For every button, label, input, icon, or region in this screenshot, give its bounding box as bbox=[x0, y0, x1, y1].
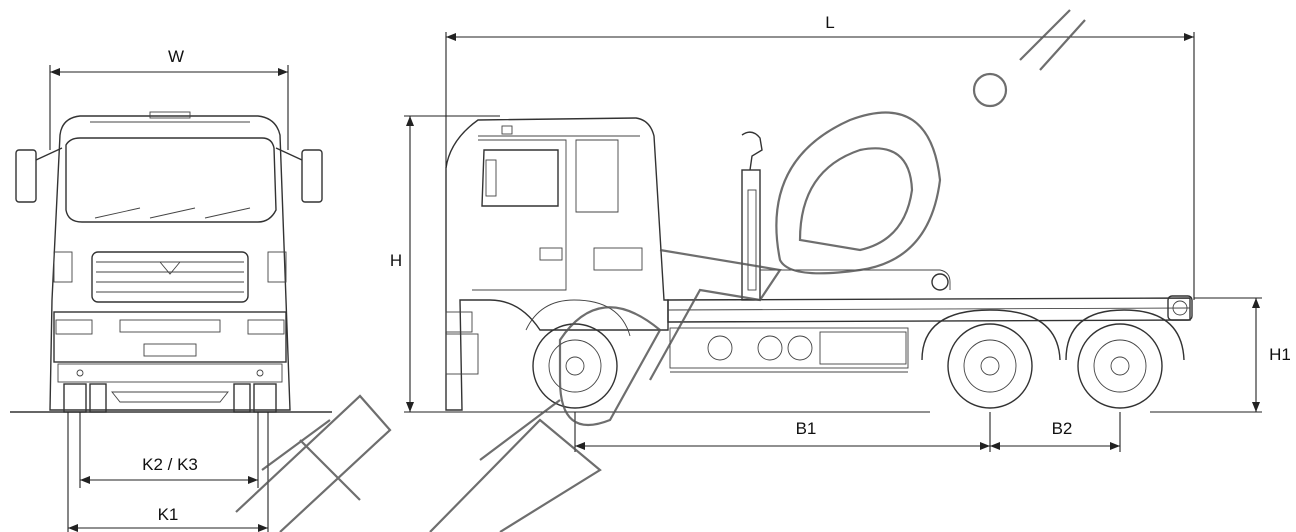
front-left-tyre bbox=[63, 383, 87, 413]
side-cab-outline bbox=[445, 117, 669, 411]
side-equipment bbox=[669, 327, 909, 369]
side-view bbox=[445, 117, 1193, 411]
watermark bbox=[235, 9, 1086, 532]
dimension-h1: H1 bbox=[1150, 297, 1291, 413]
front-windshield bbox=[65, 137, 277, 223]
rear-wheel-1 bbox=[947, 323, 1033, 409]
dimension-w: W bbox=[49, 47, 289, 150]
side-door bbox=[472, 139, 567, 291]
dimension-k2-k3: K2 / K3 bbox=[79, 412, 259, 488]
front-cab-outline bbox=[49, 115, 291, 411]
label-b2: B2 bbox=[1052, 419, 1073, 438]
label-k1: K1 bbox=[158, 505, 179, 524]
label-h: H bbox=[390, 251, 402, 270]
front-view bbox=[10, 111, 332, 413]
front-bumper bbox=[53, 311, 287, 363]
right-mirror bbox=[301, 149, 323, 203]
front-right-tyre bbox=[253, 383, 277, 413]
hook bbox=[741, 131, 763, 171]
label-l: L bbox=[825, 13, 834, 32]
left-mirror bbox=[15, 149, 37, 203]
label-h1: H1 bbox=[1269, 345, 1291, 364]
dimension-b1: B1 bbox=[574, 412, 991, 452]
dimension-h: H bbox=[390, 115, 930, 413]
front-grille bbox=[91, 251, 249, 303]
front-wheel bbox=[532, 323, 618, 409]
rear-fender-1 bbox=[921, 309, 1061, 361]
label-w: W bbox=[168, 47, 184, 66]
label-k2-k3: K2 / K3 bbox=[142, 455, 198, 474]
hook-arm bbox=[741, 169, 761, 301]
rear-wheel-2 bbox=[1077, 323, 1163, 409]
side-door-window bbox=[481, 149, 559, 207]
label-b1: B1 bbox=[796, 419, 817, 438]
dimension-b2: B2 bbox=[990, 412, 1121, 452]
rear-hitch bbox=[1167, 295, 1193, 321]
dimension-k1: K1 bbox=[67, 412, 269, 532]
rear-fender-2 bbox=[1065, 309, 1185, 361]
